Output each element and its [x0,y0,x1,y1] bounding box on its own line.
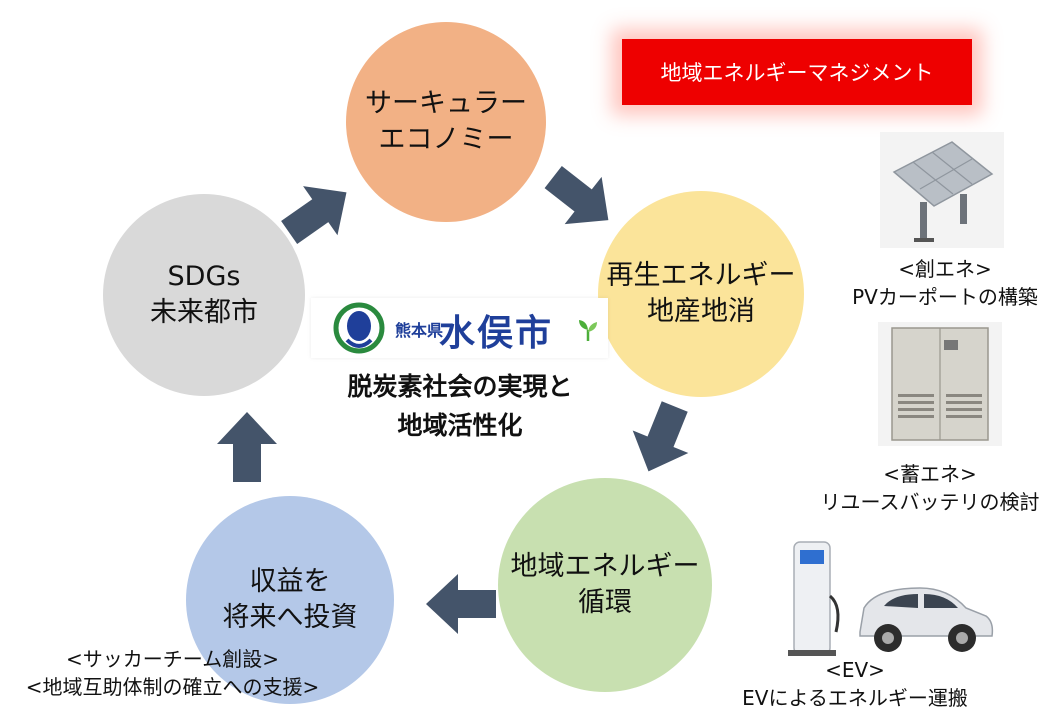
arrow-left-to-top [281,186,347,244]
center-goal-line1: 脱炭素社会の実現と [347,372,573,401]
arrow-top-to-right [544,166,609,225]
center-goal-line2: 地域活性化 [397,410,523,440]
arrow-leftbottom-to-left [217,412,277,482]
circle-circular-economy: サーキュラー エコノミー [346,22,546,222]
pv-desc: PVカーポートの構築 [852,285,1038,309]
city-logo: 熊本県 水俣市 [311,298,608,358]
circle-sdgs: SDGs 未来都市 [103,194,305,396]
circle-regional-energy-cycle: 地域エネルギー 循環 [498,478,712,692]
energy-management-banner: 地域エネルギーマネジメント [622,39,972,105]
circle-text-line2: 将来へ投資 [222,602,358,633]
circle-text-line2: 循環 [578,587,632,618]
circle-renewable-energy: 再生エネルギー 地産地消 [598,191,804,397]
city-emblem-icon [333,302,385,354]
circle-text-line1: 収益を [249,565,331,597]
social-line1: <サッカーチーム創設> [66,647,279,671]
arrow-right-to-bottom [632,401,689,472]
arrow-bottom-to-left [426,574,496,634]
circle-text-line2: 地産地消 [647,296,755,327]
circle-text-line1: 地域エネルギー [510,550,700,582]
battery-cabinet-image [878,322,1002,446]
center-goal: 脱炭素社会の実現と 地域活性化 [315,368,605,446]
ev-title: <EV> [825,658,885,682]
logo-prefecture: 熊本県 [395,321,444,340]
ev-label: <EV> EVによるエネルギー運搬 [730,656,980,712]
pv-title: <創エネ> [898,257,992,281]
social-line2: <地域互助体制の確立への支援> [25,675,320,699]
circle-text-line2: エコノミー [378,124,514,155]
social-activities-label: <サッカーチーム創設> <地域互助体制の確立への支援> [0,645,345,701]
battery-desc: リユースバッテリの検討 [820,490,1040,514]
battery-title: <蓄エネ> [883,462,977,486]
leaf-icon [579,320,597,341]
pv-carport-image [880,132,1004,248]
circle-text-line2: 未来都市 [150,297,258,328]
battery-label: <蓄エネ> リユースバッテリの検討 [820,460,1040,516]
circle-text-line1: サーキュラー [365,87,527,119]
ev-desc: EVによるエネルギー運搬 [742,686,968,710]
pv-label: <創エネ> PVカーポートの構築 [845,255,1045,311]
circle-text-line1: 再生エネルギー [606,259,796,291]
circle-text-line1: SDGs [167,260,241,292]
circle-invest-future: 収益を 将来へ投資 [186,496,394,704]
ev-charger-car-image [788,541,994,656]
logo-city-name: 水俣市 [439,313,554,354]
